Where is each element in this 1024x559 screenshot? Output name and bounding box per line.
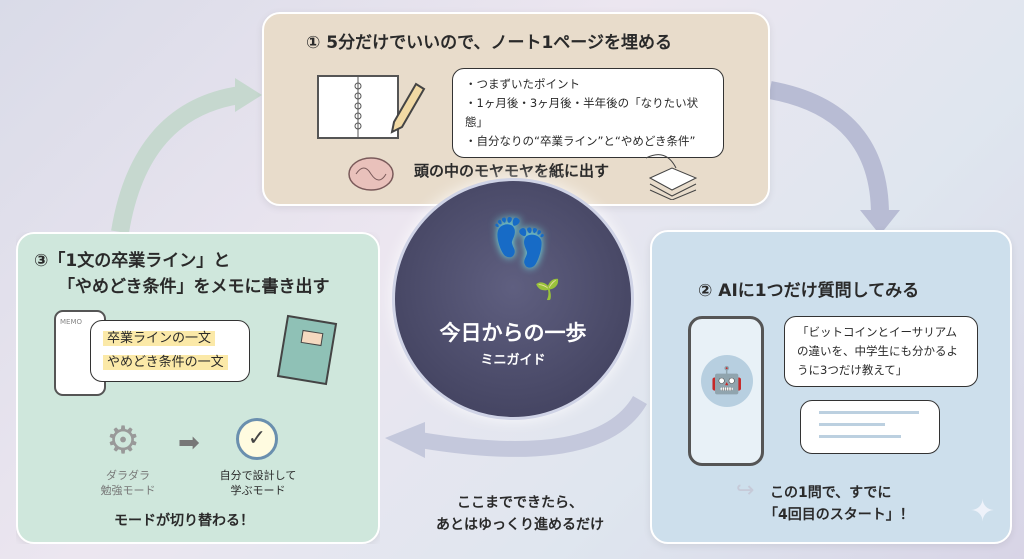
center-badge: 👣 🌱 今日からの一歩 ミニガイド bbox=[392, 178, 634, 420]
arrowhead bbox=[860, 210, 900, 235]
footer-line1: ここまでできたら、 bbox=[457, 495, 583, 511]
notebook-icon bbox=[276, 314, 338, 386]
mode-before-line2: 勉強モード bbox=[100, 484, 156, 497]
ai-question-bubble: 「ビットコインとイーサリアムの違いを、中学生にも分かるように3つだけ教えて」 bbox=[784, 316, 978, 387]
mode-after-line1: 自分で設計して bbox=[219, 469, 297, 482]
step1-bullet-bubble: ・つまずいたポイント ・1ヶ月後・3ヶ月後・半年後の「なりたい状態」 ・自分なり… bbox=[452, 68, 724, 158]
arrow-step2-to-step3 bbox=[418, 395, 647, 457]
mode-before-line1: ダラダラ bbox=[106, 469, 150, 482]
arrow-step1-to-step2 bbox=[768, 81, 889, 216]
step1-caption: 頭の中のモヤモヤを紙に出す bbox=[414, 162, 610, 180]
mode-after-line2: 学ぶモード bbox=[230, 484, 286, 497]
center-title: 今日からの一歩 bbox=[439, 321, 587, 345]
step3-panel: ③「1文の卒業ライン」と 「やめどき条件」をメモに書き出す MEMO 卒業ライン… bbox=[16, 232, 380, 544]
curved-arrow-icon: ↪ bbox=[736, 478, 755, 503]
memo-bubble: 卒業ラインの一文 やめどき条件の一文 bbox=[90, 320, 250, 382]
arrowhead bbox=[235, 78, 262, 112]
brain-icon bbox=[348, 157, 394, 191]
paper-stack-icon bbox=[645, 154, 698, 200]
bullet-item: ・1ヶ月後・3ヶ月後・半年後の「なりたい状態」 bbox=[465, 96, 699, 129]
mode-before: ダラダラ勉強モード bbox=[88, 468, 168, 498]
memo-line-quit: やめどき条件の一文 bbox=[103, 355, 228, 370]
notebook-pencil-icon bbox=[317, 75, 426, 139]
sprout-icon: 🌱 bbox=[535, 277, 560, 301]
gear-icon: ⚙ bbox=[106, 418, 141, 462]
sparkle-icon: ✦ bbox=[970, 494, 996, 529]
robot-icon: 🤖 bbox=[701, 355, 753, 407]
gear-check-icon: ✓ bbox=[236, 418, 278, 460]
ai-answer-bubble bbox=[800, 400, 940, 454]
mode-after: 自分で設計して学ぶモード bbox=[208, 468, 308, 498]
center-subtitle: ミニガイド bbox=[480, 353, 546, 368]
memo-label: MEMO bbox=[60, 318, 83, 326]
step1-title: ① 5分だけでいいので、ノート1ページを埋める bbox=[306, 33, 672, 53]
step3-title-line1: ③「1文の卒業ライン」と bbox=[34, 251, 231, 271]
footprint-icon: 👣 bbox=[491, 215, 549, 269]
step2-title: ② AIに1つだけ質問してみる bbox=[698, 281, 920, 301]
arrowhead bbox=[385, 422, 425, 458]
step2-panel: ② AIに1つだけ質問してみる 🤖 「ビットコインとイーサリアムの違いを、中学生… bbox=[650, 230, 1012, 544]
memo-line-graduation: 卒業ラインの一文 bbox=[103, 331, 216, 346]
footer-message: ここまでできたら、 あとはゆっくり進めるだけ bbox=[400, 492, 640, 536]
bullet-item: ・つまずいたポイント bbox=[465, 77, 580, 91]
phone-icon: 🤖 bbox=[688, 316, 764, 466]
step3-title-line2: 「やめどき条件」をメモに書き出す bbox=[58, 277, 330, 297]
arrow-step3-to-step1 bbox=[111, 86, 242, 234]
step3-caption: モードが切り替わる！ bbox=[114, 513, 254, 529]
bullet-item: ・自分なりの“卒業ライン”と“やめどき条件” bbox=[465, 134, 696, 148]
step2-result-line1: この1問で、すでに bbox=[770, 485, 892, 501]
footer-line2: あとはゆっくり進めるだけ bbox=[436, 517, 604, 533]
arrow-right-icon: ➡ bbox=[178, 428, 200, 458]
step2-result-line2: 「4回目のスタート」！ bbox=[764, 507, 914, 523]
step1-panel: ① 5分だけでいいので、ノート1ページを埋める ・つまずいたポイント ・1ヶ月後… bbox=[262, 12, 770, 206]
